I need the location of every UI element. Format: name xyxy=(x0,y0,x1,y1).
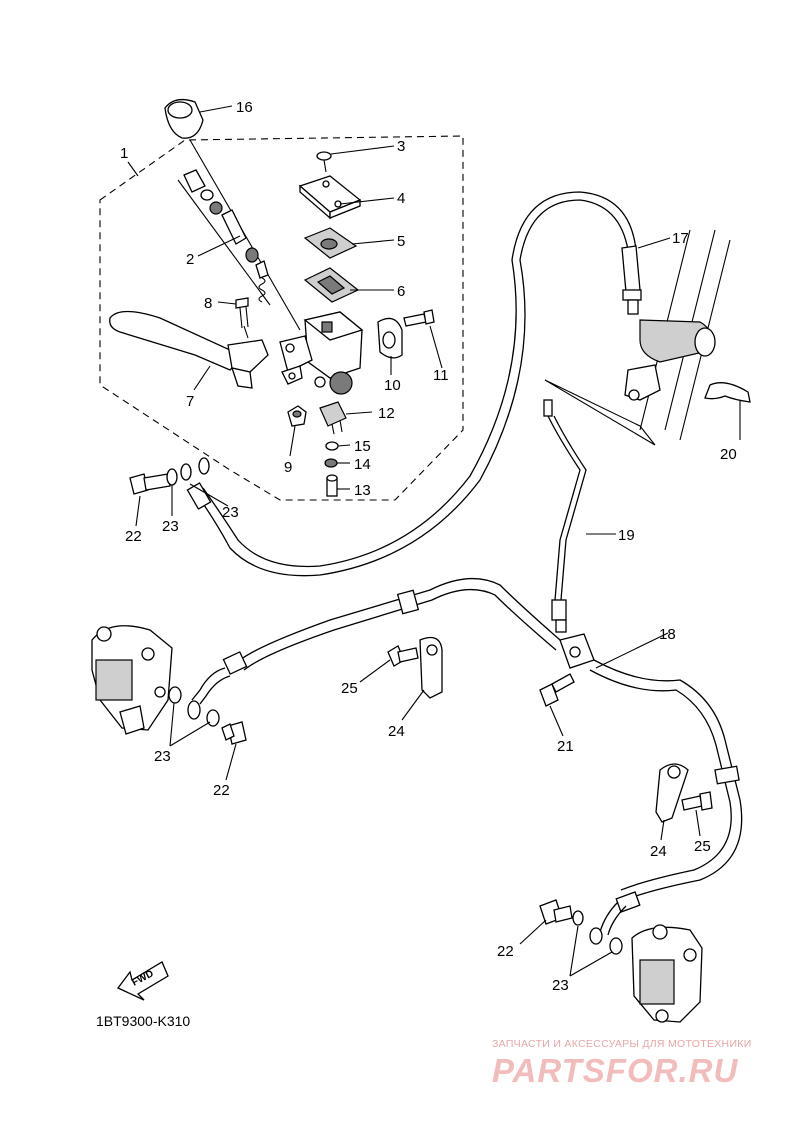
part-24-hose-guide-mid xyxy=(419,636,443,699)
part-13-screw xyxy=(326,474,338,497)
part-3-screw xyxy=(316,151,332,173)
callout-3: 3 xyxy=(397,138,405,155)
callout-22-upper: 22 xyxy=(125,528,142,545)
callout-23-upper-right: 23 xyxy=(222,504,239,521)
part-25-bolt-mid xyxy=(387,645,419,667)
hose-joint-block xyxy=(559,633,595,669)
callout-24-mid: 24 xyxy=(388,723,405,740)
part-22-banjo-bolt-lower-left xyxy=(221,721,247,745)
part-23-washers-lower-right xyxy=(572,910,623,955)
part-23-washers-upper xyxy=(166,457,210,486)
part-17-fitting xyxy=(621,245,642,315)
callout-9: 9 xyxy=(284,459,292,476)
part-20-leader xyxy=(544,379,656,446)
watermark-brand: PARTSFOR.RU xyxy=(492,1052,739,1089)
callout-23-lower-left: 23 xyxy=(154,748,171,765)
callouts: 16 1 3 4 5 2 6 8 10 11 7 12 15 9 14 13 2… xyxy=(120,99,737,994)
part-24-hose-guide-right xyxy=(655,763,689,823)
callout-17: 17 xyxy=(672,230,689,247)
callout-22-lower-right: 22 xyxy=(497,943,514,960)
part-23-washers-lower-left xyxy=(168,686,220,727)
upper-brake-hose xyxy=(186,191,637,577)
callout-15: 15 xyxy=(354,438,371,455)
part-22-banjo-bolt-lower-right xyxy=(539,899,573,925)
part-14-washer xyxy=(324,458,338,468)
left-brake-caliper xyxy=(91,625,173,735)
part-10-holder xyxy=(377,317,403,359)
callout-25-right: 25 xyxy=(694,838,711,855)
watermark-tagline: ЗАПЧАСТИ И АКСЕССУАРЫ ДЛЯ МОТОТЕХНИКИ xyxy=(492,1038,752,1050)
callout-20: 20 xyxy=(720,446,737,463)
callout-21: 21 xyxy=(557,738,574,755)
part-7-lever xyxy=(109,310,269,389)
left-lower-hose xyxy=(191,577,561,705)
callout-14: 14 xyxy=(354,456,371,473)
callout-18: 18 xyxy=(659,626,676,643)
callout-7: 7 xyxy=(186,393,194,410)
part-22-banjo-bolt-upper xyxy=(129,473,171,495)
part-8-pivot-bolt xyxy=(235,297,249,339)
part-6-diaphragm xyxy=(303,267,360,303)
master-cylinder-body xyxy=(279,311,364,395)
callout-23-upper-left: 23 xyxy=(162,518,179,535)
part-2-piston-kit xyxy=(177,169,271,306)
callout-19: 19 xyxy=(618,527,635,544)
diagram-code: 1BT9300-K310 xyxy=(96,1013,191,1029)
fork-leg-bracket xyxy=(624,229,731,441)
callout-12: 12 xyxy=(378,405,395,422)
leader-lines xyxy=(127,105,741,977)
kit-boundary xyxy=(99,135,464,501)
part-15-washer xyxy=(325,441,339,451)
callout-13: 13 xyxy=(354,482,371,499)
part-18-right-lower-hose xyxy=(589,659,743,936)
callout-24-right: 24 xyxy=(650,843,667,860)
right-brake-caliper xyxy=(631,924,703,1023)
part-5-holder xyxy=(303,227,358,259)
callout-1: 1 xyxy=(120,145,128,162)
part-11-bolt xyxy=(403,309,435,327)
callout-11: 11 xyxy=(433,367,449,384)
callout-10: 10 xyxy=(384,377,401,394)
callout-2: 2 xyxy=(186,251,194,268)
part-4-cap xyxy=(298,175,362,220)
callout-6: 6 xyxy=(397,283,405,300)
fwd-arrow-icon: FWD xyxy=(116,961,169,1001)
part-16-boot xyxy=(164,98,301,331)
part-12-switch xyxy=(319,401,347,435)
callout-5: 5 xyxy=(397,233,405,250)
part-20-clip xyxy=(704,382,751,403)
part-9-nut xyxy=(287,405,307,427)
callout-22-lower-left: 22 xyxy=(213,782,230,799)
callout-4: 4 xyxy=(397,190,405,207)
part-19-brake-pipe xyxy=(543,399,587,633)
callout-25-mid: 25 xyxy=(341,680,358,697)
callout-23-lower-right: 23 xyxy=(552,977,569,994)
callout-8: 8 xyxy=(204,295,212,312)
callout-16: 16 xyxy=(236,99,253,116)
part-21-bolt xyxy=(539,673,575,707)
part-25-bolt-right xyxy=(681,791,713,811)
